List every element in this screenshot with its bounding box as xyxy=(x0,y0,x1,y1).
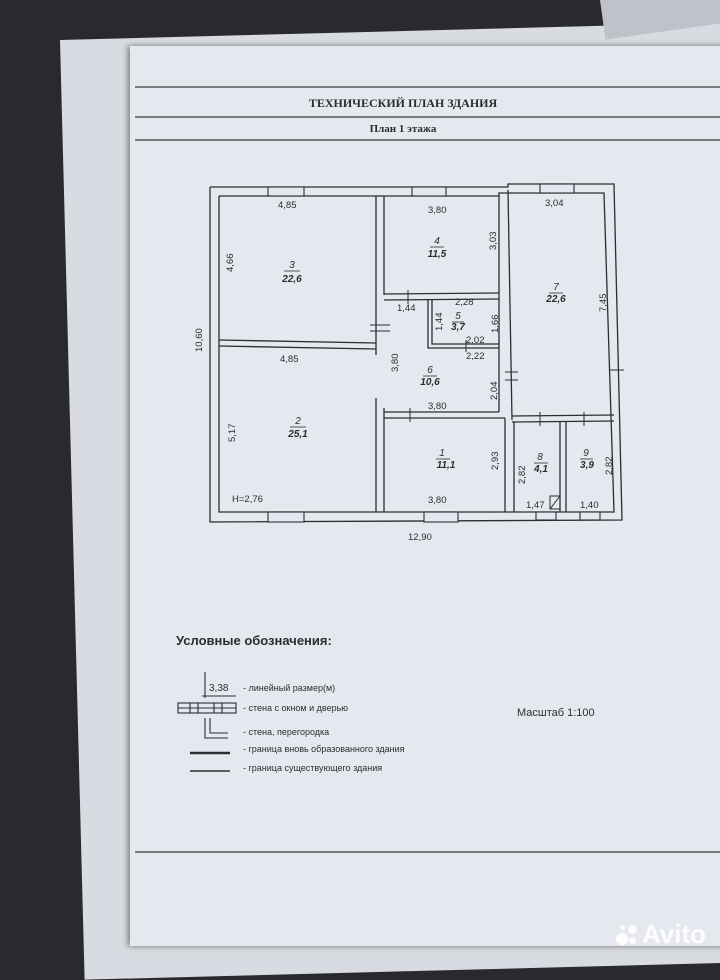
legend-item-2-label: - стена с окном и дверью xyxy=(243,703,348,713)
dim-r8-left: 2,82 xyxy=(517,466,528,485)
dim-r5-top: 2,28 xyxy=(455,297,474,308)
document-title: ТЕХНИЧЕСКИЙ ПЛАН ЗДАНИЯ xyxy=(309,96,498,110)
room-3-area: 22,6 xyxy=(281,274,302,285)
dim-r9-right: 2,82 xyxy=(604,457,615,476)
document-subtitle: План 1 этажа xyxy=(370,123,437,135)
avito-logo-icon xyxy=(614,923,638,947)
room-number-underlines xyxy=(284,246,593,464)
fixture-symbol xyxy=(549,495,561,510)
dim-r4-top: 3,80 xyxy=(428,205,447,216)
dim-r6-top-right: 2,22 xyxy=(466,351,485,362)
legend-title: Условные обозначения: xyxy=(176,633,332,648)
room-7-area: 22,6 xyxy=(545,294,566,305)
room-8-number: 8 xyxy=(537,452,543,463)
room-9-number: 9 xyxy=(583,448,589,459)
dim-r6-right: 2,04 xyxy=(489,382,500,401)
dim-r2-left: 5,17 xyxy=(227,424,238,443)
dim-r3-left: 4,66 xyxy=(225,254,236,273)
room-9-area: 3,9 xyxy=(580,460,594,471)
dim-r5-right: 1,66 xyxy=(490,315,501,334)
room-4-number: 4 xyxy=(434,236,440,247)
legend-symbols xyxy=(177,672,237,772)
dim-r7-top: 3,04 xyxy=(545,198,564,209)
dim-corridor: 1,44 xyxy=(397,303,416,314)
room-8-area: 4,1 xyxy=(533,464,548,475)
scale-label: Масштаб 1:100 xyxy=(517,707,595,719)
legend-item-5-label: - граница существующего здания xyxy=(243,763,382,773)
dim-r5-bottom: 2,02 xyxy=(466,335,485,346)
avito-watermark-text: Avito xyxy=(641,919,706,949)
room-7-number: 7 xyxy=(553,282,559,293)
dim-r1-right: 2,93 xyxy=(490,452,501,471)
windows xyxy=(267,183,601,523)
room-3-number: 3 xyxy=(289,260,295,271)
dim-r8-bottom: 1,47 xyxy=(526,500,545,511)
room-labels: 1 11,1 2 25,1 3 22,6 4 11,5 5 3,7 6 10,6… xyxy=(281,236,594,475)
page-frame xyxy=(135,86,720,853)
legend-item-1-symbol: 3,38 xyxy=(209,683,229,694)
dim-r6-bottom: 3,80 xyxy=(428,401,447,412)
interior-partitions xyxy=(218,189,615,512)
dimension-labels: 4,85 4,66 3,80 3,03 3,04 7,45 2,28 1,44 … xyxy=(194,198,615,543)
dim-r4-right: 3,03 xyxy=(488,232,499,251)
room-5-number: 5 xyxy=(455,311,461,322)
room-6-area: 10,6 xyxy=(420,377,440,388)
document-drawing: ТЕХНИЧЕСКИЙ ПЛАН ЗДАНИЯ План 1 этажа xyxy=(135,86,720,853)
dim-height: H=2,76 xyxy=(232,494,263,505)
dim-r3-top: 4,85 xyxy=(278,200,297,211)
room-5-area: 3,7 xyxy=(451,322,465,333)
room-1-number: 1 xyxy=(439,448,445,459)
room-4-area: 11,5 xyxy=(428,249,447,260)
legend-item-4-label: - граница вновь образованного здания xyxy=(243,744,405,754)
dim-r9-bottom: 1,40 xyxy=(580,500,599,511)
room-2-area: 25,1 xyxy=(287,429,308,440)
dim-overall-height: 10,60 xyxy=(194,328,205,352)
dim-r6-left: 3,80 xyxy=(390,354,401,373)
dim-overall-width: 12,90 xyxy=(408,532,432,543)
room-2-number: 2 xyxy=(294,416,301,427)
doors xyxy=(370,290,624,426)
dim-r1-bottom: 3,80 xyxy=(428,495,447,506)
dim-r5-left: 1,44 xyxy=(434,313,445,332)
legend-item-1-label: - линейный размер(м) xyxy=(243,683,335,693)
room-1-area: 11,1 xyxy=(437,460,456,471)
dim-r7-right: 7,45 xyxy=(598,294,609,313)
legend-items: 3,38 - линейный размер(м) - стена с окно… xyxy=(209,683,405,773)
legend-item-3-label: - стена, перегородка xyxy=(243,727,329,737)
dim-r2-top: 4,85 xyxy=(280,354,299,365)
room-6-number: 6 xyxy=(427,365,433,376)
avito-watermark: Avito xyxy=(614,919,706,950)
